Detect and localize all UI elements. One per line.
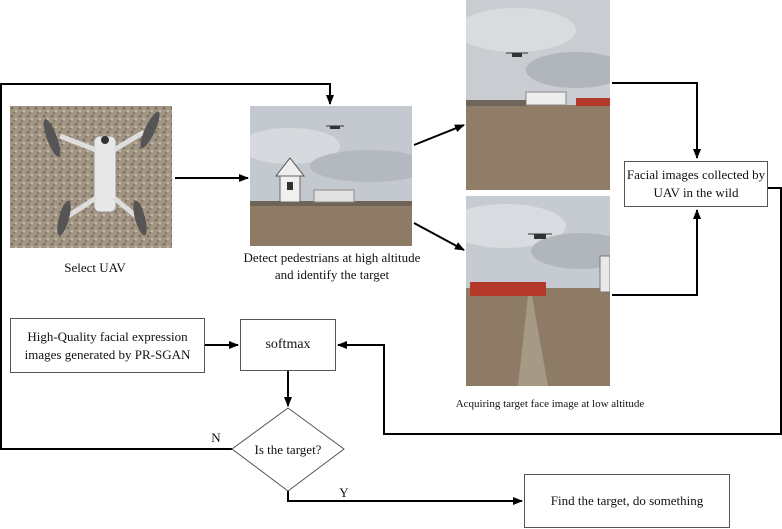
box-collected: Facial images collected by UAV in the wi… [624, 161, 768, 207]
uav-photo [10, 106, 172, 248]
box-found: Find the target, do something [524, 474, 730, 528]
low-altitude-photo-top [466, 0, 610, 190]
edge-collected-to-softmax [337, 187, 782, 435]
box-softmax: softmax [240, 319, 336, 371]
drone-small-icon [326, 125, 344, 129]
low-altitude-photo-bottom [466, 196, 610, 386]
box-found-text: Find the target, do something [550, 493, 704, 508]
edge-label-no: N [211, 430, 221, 445]
label-decision: Is the target? [254, 442, 322, 457]
edge-detect-to-bottom [413, 222, 465, 251]
label-select-uav: Select UAV [64, 260, 126, 275]
high-altitude-photo [250, 106, 412, 246]
edge-detect-to-top [413, 124, 465, 146]
edge-bottom-to-collected [612, 209, 701, 296]
edge-yes [287, 491, 523, 505]
drone-icon [43, 111, 160, 236]
drone-small-icon [506, 52, 528, 57]
label-detect: Detect pedestrians at high altitude and … [243, 250, 421, 282]
label-acquire: Acquiring target face image at low altit… [455, 398, 645, 410]
edge-no-loop [0, 83, 334, 450]
box-hq-images: High-Quality facial expression images ge… [10, 318, 205, 373]
drone-small-icon [528, 233, 552, 239]
edge-label-yes: Y [339, 485, 349, 500]
box-collected-text: Facial images collected by UAV in the wi… [626, 167, 766, 200]
decision-diamond [231, 407, 345, 492]
house-icon [274, 157, 306, 203]
box-softmax-text: softmax [265, 337, 311, 352]
edge-top-to-collected [612, 82, 701, 159]
box-hq-text: High-Quality facial expression images ge… [24, 328, 191, 362]
